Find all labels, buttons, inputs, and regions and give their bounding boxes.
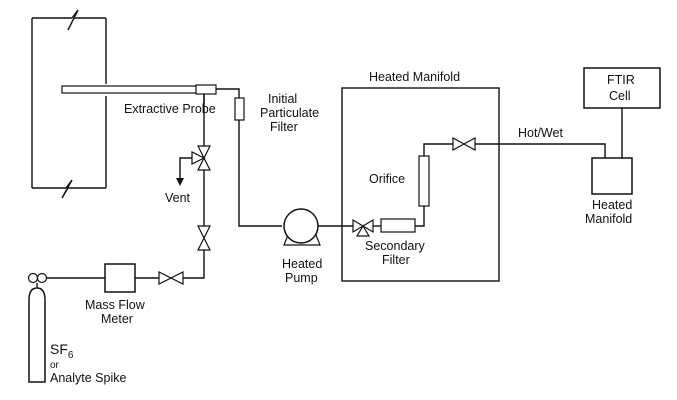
stack-duct	[31, 9, 107, 199]
hot-wet-line	[475, 143, 606, 158]
lower-valve	[197, 225, 211, 251]
gas-cylinder: SF6 or Analyte Spike	[27, 272, 126, 385]
secondary-to-orifice-line	[415, 206, 425, 227]
vent-label: Vent	[165, 191, 191, 205]
manifold-outlet-valve	[452, 136, 476, 152]
cylinder-label-sf: SF6	[50, 341, 74, 361]
heated-pump-label-1: Heated	[282, 257, 322, 271]
cylinder-label-sf-sub: 6	[68, 350, 74, 361]
orifice-label: Orifice	[369, 172, 405, 186]
ftir-label-2: Cell	[609, 89, 631, 103]
heated-manifold-enclosure: Heated Manifold	[341, 70, 500, 282]
heated-pump: Heated Pump	[282, 208, 322, 285]
heated-pump-label-2: Pump	[285, 271, 318, 285]
cylinder-label-spike: Analyte Spike	[50, 371, 126, 385]
small-manifold-label-1: Heated	[592, 198, 632, 212]
initial-filter-label-1: Initial	[268, 92, 297, 106]
ftir-label-1: FTIR	[607, 73, 635, 87]
mass-flow-label-2: Meter	[101, 312, 133, 326]
ftir-cell: FTIR Cell	[583, 67, 661, 109]
initial-particulate-filter: Initial Particulate Filter	[234, 92, 319, 134]
three-way-valve: Vent	[165, 145, 211, 205]
filter-to-pump-line	[238, 120, 282, 227]
small-heated-manifold: Heated Manifold	[585, 157, 633, 226]
initial-filter-label-2: Particulate	[260, 106, 319, 120]
probe-outlet-line	[216, 88, 240, 98]
spike-supply-line	[183, 250, 205, 279]
secondary-filter: Secondary Filter	[365, 218, 426, 267]
orifice-to-outlet-line	[423, 143, 453, 156]
cylinder-label-or: or	[50, 360, 60, 371]
cylinder-label-sf-main: SF	[50, 341, 68, 357]
manifold-inlet-valve	[352, 218, 374, 237]
secondary-filter-label-1: Secondary	[365, 239, 426, 253]
small-manifold-label-2: Manifold	[585, 212, 632, 226]
extractive-probe: Extractive Probe	[61, 84, 217, 116]
mass-flow-meter: Mass Flow Meter	[85, 263, 146, 326]
orifice: Orifice	[369, 155, 430, 207]
hot-wet-label: Hot/Wet	[518, 126, 563, 140]
extractive-probe-label: Extractive Probe	[124, 102, 216, 116]
initial-filter-label-3: Filter	[270, 120, 298, 134]
secondary-filter-label-2: Filter	[382, 253, 410, 267]
mass-flow-label-1: Mass Flow	[85, 298, 146, 312]
heated-manifold-label: Heated Manifold	[369, 70, 460, 84]
spike-valve	[158, 271, 184, 285]
